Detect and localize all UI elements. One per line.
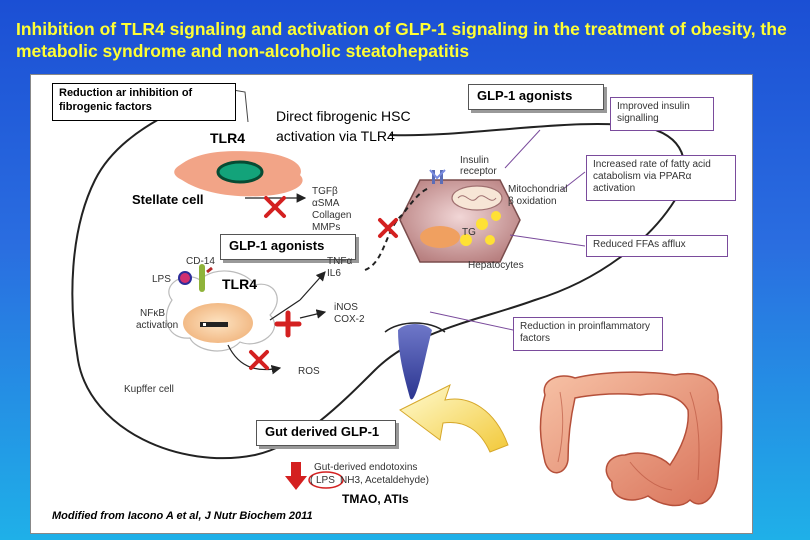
tg-label: TG bbox=[462, 227, 476, 238]
kupffer-cell-label: Kupffer cell bbox=[124, 384, 174, 395]
ros-label: ROS bbox=[298, 366, 320, 377]
mitochondrial-label-1: Mitochondrial bbox=[508, 184, 568, 195]
tgfb-label: TGFβ bbox=[312, 186, 338, 197]
citation: Modified from Iacono A et al, J Nutr Bio… bbox=[52, 510, 313, 522]
slide-title: Inhibition of TLR4 signaling and activat… bbox=[16, 19, 787, 61]
cd14-glyph bbox=[199, 264, 205, 292]
decrease-arrow bbox=[285, 462, 307, 490]
hepatocytes-label: Hepatocytes bbox=[468, 260, 524, 271]
tmao-label: TMAO, ATIs bbox=[342, 492, 409, 506]
inhibit-mark-hepatocyte bbox=[378, 218, 398, 238]
inos-label: iNOS bbox=[334, 302, 358, 313]
gallbladder bbox=[398, 324, 432, 400]
nfkb-label-1: NFκB bbox=[140, 308, 165, 319]
stellate-nucleus bbox=[216, 160, 264, 184]
liver-outline bbox=[71, 91, 686, 460]
lps-gut-circle bbox=[308, 471, 344, 489]
nh3-label: NH3, Acetaldehyde) bbox=[340, 475, 429, 486]
hepatocyte-nucleus bbox=[420, 226, 460, 248]
direct-hsc-label-2: activation via TLR4 bbox=[276, 128, 395, 144]
gut-derived-glp1-box: Gut derived GLP-1 bbox=[256, 420, 396, 446]
collagen-label: Collagen bbox=[312, 210, 352, 221]
inhibit-mark-ros bbox=[249, 350, 269, 370]
fatty-acid-catabolism-box: Increased rate of fatty acid catabolism … bbox=[586, 155, 736, 201]
insulin-receptor-glyph bbox=[429, 169, 446, 184]
mitochondrial-label-2: β oxidation bbox=[508, 196, 557, 207]
endotoxins-label: Gut-derived endotoxins bbox=[314, 462, 418, 473]
insulin-receptor-label-2: receptor bbox=[460, 166, 497, 177]
paren-label: ( bbox=[310, 475, 314, 486]
tlr4-kupffer-label: TLR4 bbox=[222, 276, 257, 292]
lps-glyph bbox=[178, 271, 192, 285]
stellate-cell-label: Stellate cell bbox=[132, 192, 204, 207]
nfkb-label-2: activation bbox=[136, 320, 179, 331]
cd14-label: CD-14 bbox=[186, 256, 215, 267]
reduced-ffa-box: Reduced FFAs afflux bbox=[586, 235, 728, 257]
fibrogenic-leader bbox=[232, 89, 249, 123]
insulin-receptor-label-1: Insulin bbox=[460, 155, 489, 166]
tlr4-stellate-label: TLR4 bbox=[210, 130, 245, 146]
inhibit-mark-stellate bbox=[264, 196, 286, 218]
glp1-agonists-box-top: GLP-1 agonists bbox=[468, 84, 604, 110]
yellow-arrow bbox=[399, 384, 509, 453]
cox2-label: COX-2 bbox=[334, 314, 365, 325]
improved-insulin-box: Improved insulin signalling bbox=[610, 97, 714, 131]
lps-label: LPS bbox=[152, 274, 171, 285]
glp1-agonists-box-mid: GLP-1 agonists bbox=[220, 234, 356, 260]
asma-label: αSMA bbox=[312, 198, 340, 209]
tnfa-label: TNFα bbox=[327, 256, 353, 267]
lps-gut-label: LPS bbox=[316, 475, 335, 486]
il6-label: IL6 bbox=[327, 268, 341, 279]
proinflammatory-box: Reduction in proinflammatory factors bbox=[513, 317, 663, 351]
direct-hsc-label-1: Direct fibrogenic HSC bbox=[276, 108, 411, 124]
inhibit-mark-inos bbox=[274, 310, 302, 338]
fibrogenic-factors-box: Reduction ar inhibition of fibrogenic fa… bbox=[52, 83, 236, 121]
colon-illustration bbox=[539, 371, 723, 507]
mmps-label: MMPs bbox=[312, 222, 341, 233]
